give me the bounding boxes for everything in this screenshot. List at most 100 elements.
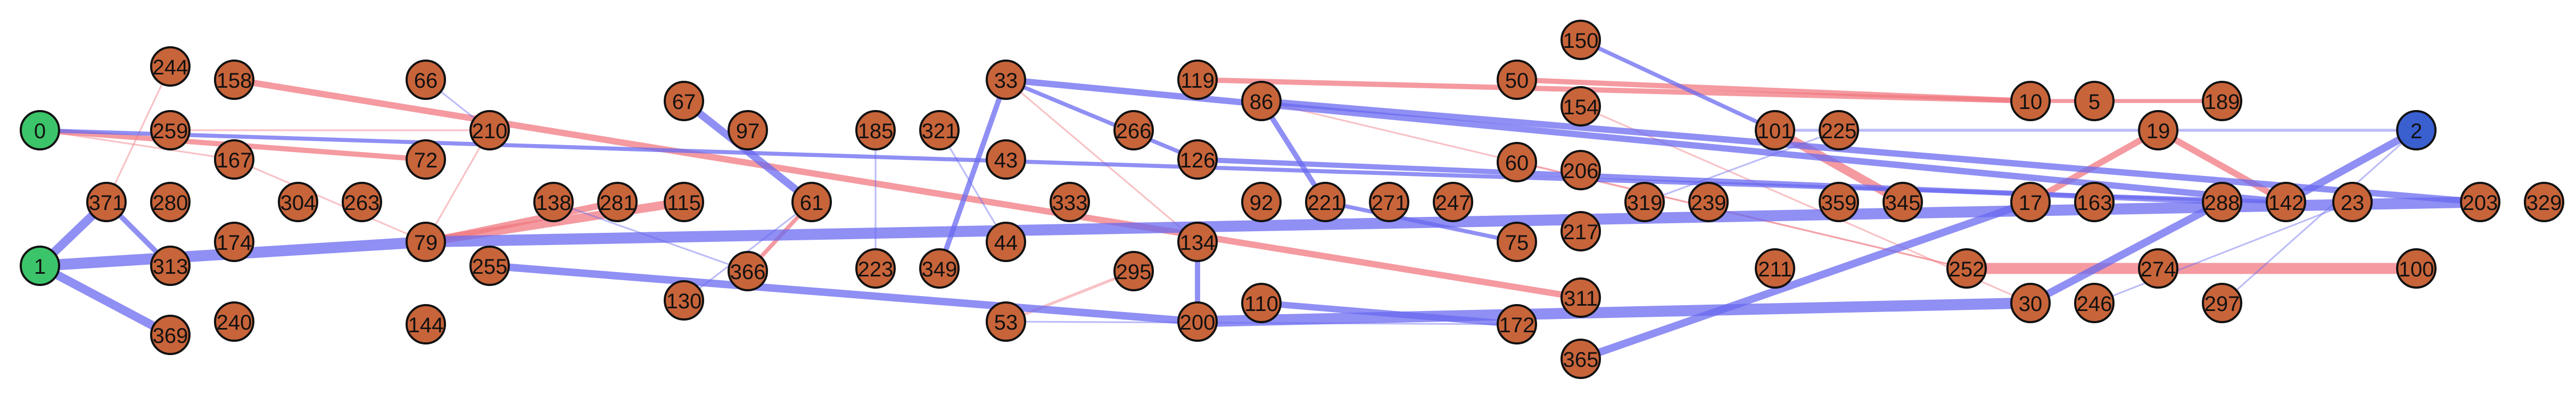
graph-node: 119 xyxy=(1177,60,1218,100)
node-label: 60 xyxy=(1505,152,1529,175)
graph-node: 30 xyxy=(2010,283,2051,323)
edge-negative xyxy=(485,262,1202,326)
node-label: 154 xyxy=(1563,96,1599,119)
node-circle xyxy=(214,139,254,180)
graph-node: 333 xyxy=(1050,182,1090,222)
node-label: 366 xyxy=(730,260,766,284)
graph-node: 138 xyxy=(533,182,574,222)
graph-node: 44 xyxy=(986,222,1026,262)
graph-node: 61 xyxy=(791,182,832,222)
node-label: 50 xyxy=(1505,69,1529,92)
node-circle xyxy=(791,182,832,222)
node-circle xyxy=(1113,251,1154,291)
node-circle xyxy=(1688,182,1729,222)
node-label: 0 xyxy=(34,120,46,143)
graph-node: 211 xyxy=(1755,248,1795,289)
graph-node: 311 xyxy=(1561,277,1601,318)
edge-positive xyxy=(233,158,427,243)
graph-node: 240 xyxy=(214,301,254,342)
node-label: 110 xyxy=(1244,292,1278,316)
node-label: 5 xyxy=(2088,90,2100,114)
edge-negative xyxy=(1004,78,1200,162)
edge-positive xyxy=(231,77,1584,301)
edge-negative xyxy=(1323,200,1519,244)
node-circle xyxy=(2524,182,2564,222)
node-label: 359 xyxy=(1821,191,1857,215)
node-label: 203 xyxy=(2463,191,2498,215)
node-circle xyxy=(1369,182,1409,222)
graph-node: 115 xyxy=(664,182,704,222)
graph-node: 345 xyxy=(1883,182,1923,222)
graph-node: 174 xyxy=(214,222,254,262)
node-label: 185 xyxy=(858,120,894,143)
node-circle xyxy=(855,248,896,289)
node-circle xyxy=(86,182,127,222)
node-label: 274 xyxy=(2141,258,2176,281)
graph-node: 225 xyxy=(1819,110,1859,150)
edge-positive xyxy=(425,129,491,243)
graph-node: 150 xyxy=(1561,20,1601,60)
node-circle xyxy=(2010,81,2051,121)
node-label: 280 xyxy=(153,191,188,215)
node-circle xyxy=(2266,182,2306,222)
graph-node: 189 xyxy=(2202,81,2242,121)
node-label: 134 xyxy=(1180,231,1216,255)
node-circle xyxy=(1177,60,1218,100)
graph-node: 217 xyxy=(1561,211,1601,251)
node-label: 97 xyxy=(736,120,760,143)
graph-node: 223 xyxy=(855,248,896,289)
node-label: 252 xyxy=(1949,258,1985,281)
node-circle xyxy=(986,301,1026,342)
node-label: 304 xyxy=(280,191,316,215)
node-circle xyxy=(919,110,960,150)
graph-node: 244 xyxy=(150,46,191,87)
node-circle xyxy=(214,301,254,342)
edge-negative xyxy=(2093,201,2354,304)
node-label: 30 xyxy=(2019,292,2043,316)
node-circle xyxy=(986,222,1026,262)
graph-node: 17 xyxy=(2010,182,2051,222)
graph-node: 263 xyxy=(342,182,382,222)
graph-node: 246 xyxy=(2074,283,2115,323)
graph-node: 295 xyxy=(1113,251,1154,291)
node-circle xyxy=(664,182,704,222)
node-circle xyxy=(214,222,254,262)
node-circle xyxy=(1241,182,1282,222)
graph-node: 280 xyxy=(150,182,191,222)
node-label: 67 xyxy=(672,90,696,114)
node-circle xyxy=(1561,150,1601,190)
node-label: 240 xyxy=(217,311,252,334)
node-label: 259 xyxy=(153,120,188,143)
node-label: 329 xyxy=(2527,191,2562,215)
node-circle xyxy=(1946,248,1987,289)
graph-node: 271 xyxy=(1369,182,1409,222)
graph-node: 134 xyxy=(1177,222,1218,262)
graph-node: 144 xyxy=(406,304,446,344)
graph-node: 72 xyxy=(406,139,446,180)
node-circle xyxy=(1819,110,1859,150)
node-label: 349 xyxy=(922,258,957,281)
node-label: 53 xyxy=(994,311,1018,334)
node-circle xyxy=(2202,283,2242,323)
graph-node: 86 xyxy=(1241,81,1282,121)
graph-node: 101 xyxy=(1755,110,1795,150)
node-circle xyxy=(1050,182,1090,222)
node-circle xyxy=(2010,182,2051,222)
edge-negative xyxy=(2026,198,2226,307)
node-label: 2 xyxy=(2410,120,2422,143)
graph-node: 66 xyxy=(406,60,446,100)
node-circle xyxy=(406,304,446,344)
node-label: 210 xyxy=(472,120,508,143)
node-circle xyxy=(1241,81,1282,121)
node-label: 239 xyxy=(1691,191,1727,215)
node-circle xyxy=(2010,283,2051,323)
node-circle xyxy=(150,315,191,355)
node-circle xyxy=(1497,222,1537,262)
node-circle xyxy=(2332,182,2373,222)
node-circle xyxy=(1497,142,1537,182)
edge-negative xyxy=(1258,300,1520,327)
node-label: 371 xyxy=(89,191,125,215)
node-circle xyxy=(2138,110,2178,150)
graph-node: 206 xyxy=(1561,150,1601,190)
